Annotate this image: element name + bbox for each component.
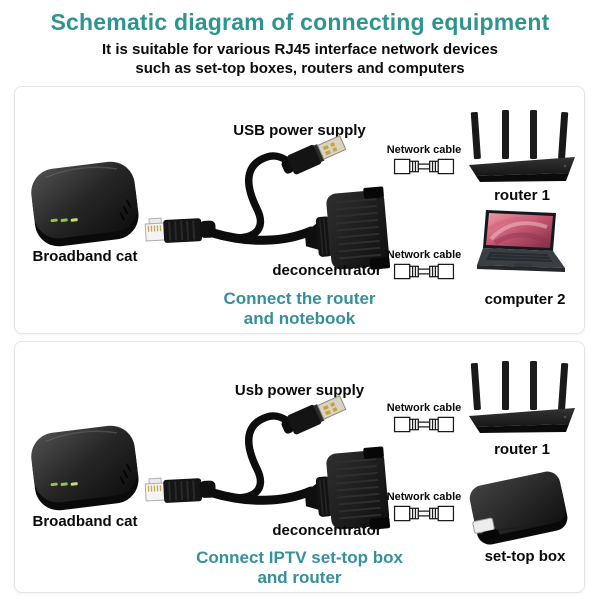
caption-line2: and notebook: [243, 309, 356, 328]
usb-cable-loop-line: [217, 152, 296, 242]
network-cable-icon: [393, 158, 455, 175]
computer-label: computer 2: [484, 291, 566, 308]
network-cable-bottom-group: Network cable: [381, 491, 467, 523]
network-cable-icon: [393, 505, 455, 522]
broadband-cat-label: Broadband cat: [32, 513, 138, 530]
network-cable-icon: [393, 416, 455, 433]
modem-led: [50, 218, 58, 223]
network-cable-label: Network cable: [386, 144, 462, 156]
usb-cable-loop-line: [217, 412, 296, 502]
page-subtitle-line1: It is suitable for various RJ45 interfac…: [102, 41, 498, 58]
set-top-box-image: [469, 471, 568, 545]
deconcentrator-icon: [304, 186, 391, 270]
deconcentrator-label: deconcentrator: [272, 262, 382, 279]
network-cable-icon: [393, 263, 455, 280]
router-image: [469, 110, 575, 182]
laptop-image: [477, 210, 565, 272]
usb-connector-icon: [281, 135, 347, 175]
panel-caption: Connect the router and notebook: [15, 289, 584, 329]
panel-caption: Connect IPTV set-top box and router: [15, 548, 584, 588]
network-cable-label: Network cable: [386, 402, 462, 414]
broadband-modem-image: [31, 425, 139, 511]
caption-line1: Connect IPTV set-top box: [196, 548, 403, 567]
network-cable-bottom-group: Network cable: [381, 249, 467, 281]
router-label: router 1: [494, 187, 550, 204]
deconcentrator-label: deconcentrator: [272, 522, 382, 539]
network-cable-top-group: Network cable: [381, 402, 467, 434]
set-top-box-label: set-top box: [484, 548, 566, 565]
rj45-splitter-cable-image: [144, 395, 391, 530]
router-label: router 1: [494, 441, 550, 458]
deconcentrator-icon: [304, 446, 391, 530]
usb-power-supply-label: USB power supply: [233, 122, 366, 139]
rj45-splitter-cable-image: [144, 135, 391, 270]
network-cable-label: Network cable: [386, 491, 462, 503]
caption-line2: and router: [257, 568, 342, 587]
usb-power-supply-label: Usb power supply: [234, 382, 365, 399]
broadband-modem-image: [31, 161, 139, 247]
page-title: Schematic diagram of connecting equipmen…: [50, 9, 550, 35]
broadband-cat-label: Broadband cat: [32, 248, 138, 265]
diagram-panel-router-notebook: USB power supply: [14, 86, 585, 334]
rj45-plug-icon: [144, 217, 216, 243]
diagram-panel-settop-router: Usb power supply: [14, 341, 585, 593]
usb-connector-icon: [281, 395, 347, 435]
network-cable-label: Network cable: [386, 249, 462, 261]
page-subtitle-line2: such as set-top boxes, routers and compu…: [135, 60, 465, 77]
router-image: [469, 361, 575, 433]
rj45-plug-icon: [144, 477, 216, 503]
caption-line1: Connect the router: [223, 289, 376, 308]
network-cable-top-group: Network cable: [381, 144, 467, 176]
